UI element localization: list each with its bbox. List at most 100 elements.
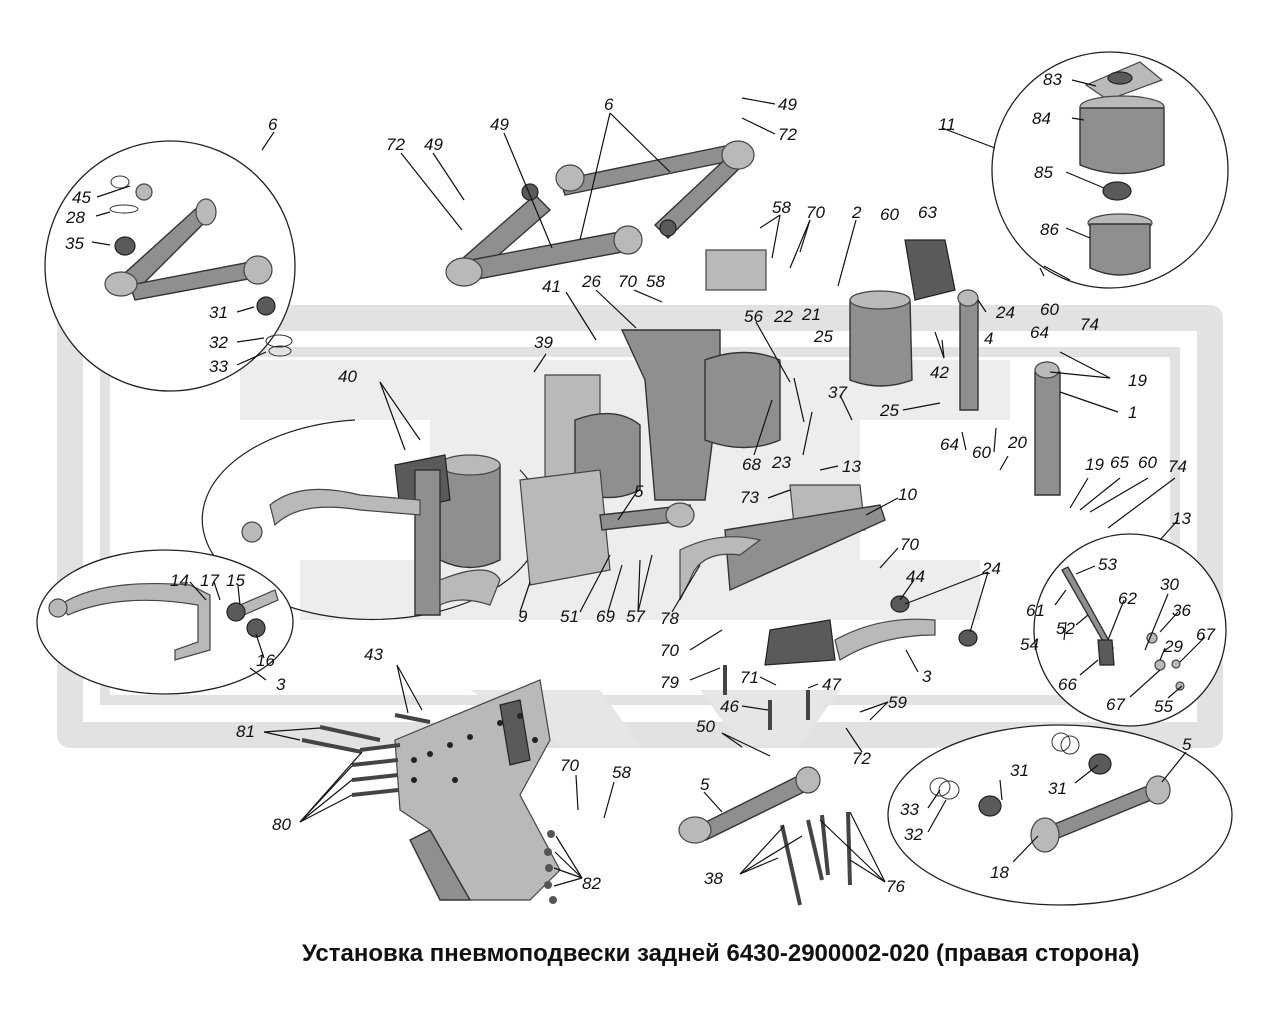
callout-1: 1	[1128, 403, 1137, 422]
callout-72: 72	[778, 125, 797, 144]
callout-60: 60	[1040, 300, 1059, 319]
callout-10: 10	[898, 485, 917, 504]
callout-38: 38	[704, 869, 723, 888]
callout-69: 69	[596, 607, 615, 626]
callout-82: 82	[582, 874, 601, 893]
callout-20: 20	[1007, 433, 1027, 452]
callout-67: 67	[1106, 695, 1125, 714]
callout-76: 76	[886, 877, 905, 896]
callout-73: 73	[740, 488, 759, 507]
callout-21: 21	[801, 305, 821, 324]
callout-56: 56	[744, 307, 763, 326]
frame-bracket	[301, 679, 561, 904]
callout-55: 55	[1154, 697, 1173, 716]
callout-2: 2	[851, 203, 862, 222]
callout-13: 13	[1172, 509, 1191, 528]
main-assembly	[241, 239, 1061, 666]
callout-42: 42	[930, 363, 949, 382]
callout-14: 14	[170, 571, 189, 590]
lower-rod-assembly	[678, 665, 852, 906]
callout-47: 47	[822, 675, 841, 694]
callout-36: 36	[1172, 601, 1191, 620]
callout-3: 3	[922, 667, 932, 686]
callout-51: 51	[560, 607, 579, 626]
callout-67: 67	[1196, 625, 1215, 644]
callout-83: 83	[1043, 70, 1062, 89]
callout-72: 72	[386, 135, 405, 154]
stabilizer-bar-detail	[48, 583, 279, 661]
callout-74: 74	[1080, 315, 1099, 334]
callout-19: 19	[1085, 455, 1104, 474]
callout-18: 18	[990, 863, 1009, 882]
callout-79: 79	[660, 673, 679, 692]
callout-85: 85	[1034, 163, 1053, 182]
callout-31: 31	[1048, 779, 1067, 798]
callout-58: 58	[612, 763, 631, 782]
callout-40: 40	[338, 367, 357, 386]
callout-72: 72	[852, 749, 871, 768]
callout-24: 24	[995, 303, 1015, 322]
callout-15: 15	[226, 571, 245, 590]
callout-43: 43	[364, 645, 383, 664]
callout-22: 22	[773, 307, 793, 326]
callout-68: 68	[742, 455, 761, 474]
callout-23: 23	[771, 453, 791, 472]
linkage-detail	[1061, 566, 1185, 691]
detail-circle-6	[44, 140, 296, 392]
callout-70: 70	[900, 535, 919, 554]
v-arm-assembly	[445, 140, 767, 291]
callout-16: 16	[256, 651, 275, 670]
callout-70: 70	[560, 756, 579, 775]
callout-53: 53	[1098, 555, 1117, 574]
callout-70: 70	[806, 203, 825, 222]
callout-28: 28	[65, 208, 85, 227]
callout-64: 64	[1030, 323, 1049, 342]
callout-6: 6	[268, 115, 278, 134]
callout-46: 46	[720, 697, 739, 716]
callout-60: 60	[880, 205, 899, 224]
callout-29: 29	[1163, 637, 1183, 656]
upper-link-detail	[104, 175, 293, 357]
callout-35: 35	[65, 234, 84, 253]
callout-57: 57	[626, 607, 645, 626]
callout-52: 52	[1056, 619, 1075, 638]
callout-19: 19	[1128, 371, 1147, 390]
callout-32: 32	[904, 825, 923, 844]
callout-66: 66	[1058, 675, 1077, 694]
callout-62: 62	[1118, 589, 1137, 608]
callout-24: 24	[981, 559, 1001, 578]
callout-49: 49	[424, 135, 443, 154]
callout-65: 65	[1110, 453, 1129, 472]
detail-circle-5	[887, 724, 1233, 906]
callout-61: 61	[1026, 601, 1045, 620]
callout-81: 81	[236, 722, 255, 741]
callout-5: 5	[1182, 735, 1192, 754]
air-spring-detail	[1079, 61, 1165, 276]
callout-80: 80	[272, 815, 291, 834]
detail-circle-13	[1033, 533, 1227, 727]
callout-25: 25	[879, 401, 899, 420]
callout-86: 86	[1040, 220, 1059, 239]
callout-74: 74	[1168, 457, 1187, 476]
diagram-caption: Установка пневмоподвески задней 6430-290…	[302, 940, 1140, 967]
callout-37: 37	[828, 383, 847, 402]
callout-30: 30	[1160, 575, 1179, 594]
callout-71: 71	[740, 668, 759, 687]
callout-70: 70	[618, 272, 637, 291]
callout-84: 84	[1032, 109, 1051, 128]
callout-5: 5	[634, 482, 644, 501]
callout-31: 31	[209, 303, 228, 322]
callout-9: 9	[518, 607, 528, 626]
callout-33: 33	[209, 357, 228, 376]
callout-17: 17	[200, 571, 219, 590]
callout-5: 5	[700, 775, 710, 794]
callout-41: 41	[542, 277, 561, 296]
callout-59: 59	[888, 693, 907, 712]
callout-49: 49	[778, 95, 797, 114]
callout-64: 64	[940, 435, 959, 454]
callout-60: 60	[972, 443, 991, 462]
callout-70: 70	[660, 641, 679, 660]
callout-60: 60	[1138, 453, 1157, 472]
callout-3: 3	[276, 675, 286, 694]
